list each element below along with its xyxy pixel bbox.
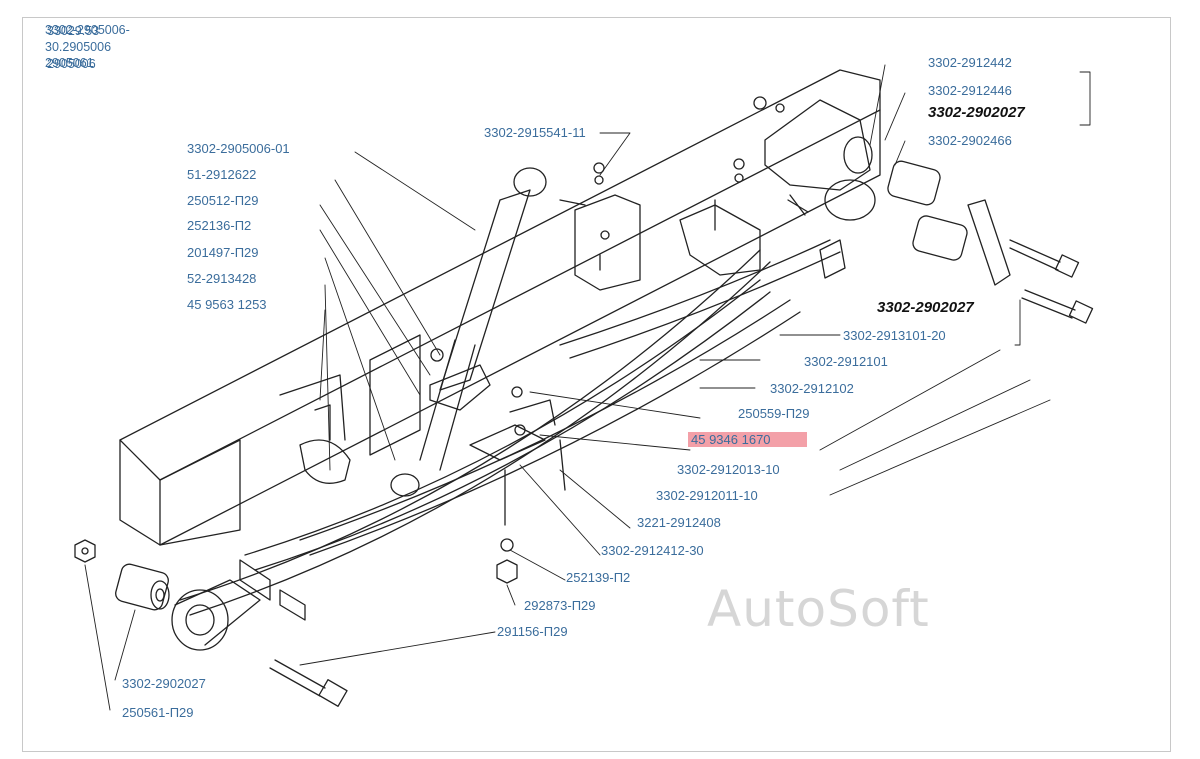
shackle: [967, 199, 1011, 286]
part-label[interactable]: 3302-2912011-10: [656, 488, 758, 503]
watermark-logo: AutoSoft: [707, 580, 930, 638]
nut-left: [74, 539, 96, 563]
part-label[interactable]: 292873-П29: [524, 598, 596, 613]
overlap-label-3[interactable]: 2905061: [45, 56, 94, 70]
shock-absorber: [390, 167, 586, 497]
part-label[interactable]: 3302-2905006-01: [187, 141, 290, 156]
part-label[interactable]: 201497-П29: [187, 245, 259, 260]
diagram-frame: [22, 17, 1171, 752]
spring-pad-upper: [679, 199, 761, 276]
part-label[interactable]: 51-2912622: [187, 167, 257, 182]
part-label[interactable]: 3302-2912446: [928, 83, 1012, 98]
part-label[interactable]: 45 9563 1253: [187, 297, 267, 312]
part-label[interactable]: 291156-П29: [497, 624, 568, 639]
rear-hanger: [764, 99, 873, 216]
part-label[interactable]: 250512-П29: [187, 193, 259, 208]
part-label[interactable]: 3302-2902466: [928, 133, 1012, 148]
small-nuts: [430, 96, 809, 584]
rear-bushings: [824, 160, 968, 261]
bolt-bottom: [269, 659, 348, 707]
part-label[interactable]: 3302-2913101-20: [843, 328, 946, 343]
part-label[interactable]: 3302-2912442: [928, 55, 1012, 70]
leaf-spring: [179, 239, 846, 621]
part-label[interactable]: 3221-2912408: [637, 515, 721, 530]
leader-lines: [84, 64, 1091, 711]
part-label[interactable]: 250561-П29: [122, 705, 194, 720]
overlap-label-2[interactable]: 30.2905006: [45, 40, 112, 54]
pad: [429, 364, 491, 411]
part-label[interactable]: 250559-П29: [738, 406, 810, 421]
part-label-highlighted[interactable]: 45 9346 1670: [688, 432, 807, 447]
part-label[interactable]: 3302-2902027: [877, 299, 974, 316]
part-label[interactable]: 3302-2912101: [804, 354, 888, 369]
rear-bolts: [1009, 239, 1094, 324]
part-label[interactable]: 3302-2915541-11: [484, 125, 586, 140]
overlap-label-5[interactable]: 2905006: [47, 57, 96, 71]
u-bolt: [469, 399, 566, 526]
part-label[interactable]: 252136-П2: [187, 218, 252, 233]
part-label[interactable]: 3302-2902027: [928, 104, 1025, 121]
upper-bracket: [574, 194, 641, 291]
overlap-label-1[interactable]: 3302-2905006-: [45, 23, 130, 37]
part-label[interactable]: 3302-2902027: [122, 676, 206, 691]
part-label[interactable]: 3302-2912013-10: [677, 462, 780, 477]
bump-stop: [279, 374, 351, 484]
part-label[interactable]: 3302-2912102: [770, 381, 854, 396]
front-eye: [171, 579, 261, 651]
part-label[interactable]: 52-2913428: [187, 271, 257, 286]
part-label[interactable]: 3302-2912412-30: [601, 543, 704, 558]
frame-rail: [119, 69, 881, 546]
overlap-label-4[interactable]: 33029.53: [47, 24, 100, 38]
part-label[interactable]: 252139-П2: [566, 570, 631, 585]
bushing-left: [115, 563, 170, 611]
